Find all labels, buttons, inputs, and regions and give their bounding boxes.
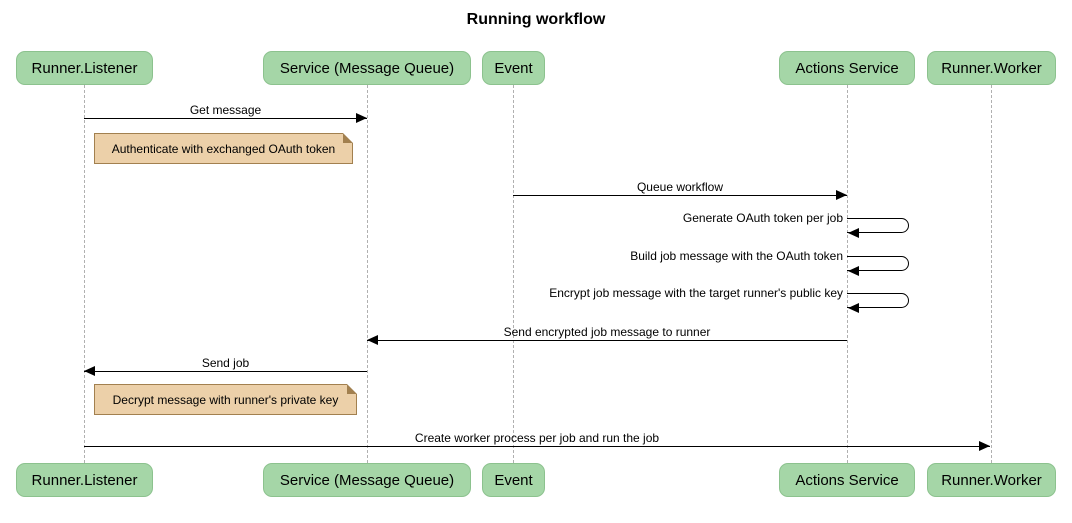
lifeline-runner-worker	[991, 85, 992, 463]
self-loop-line-encrypt-job-message	[847, 293, 909, 308]
message-label-encrypt-job-message: Encrypt job message with the target runn…	[549, 286, 843, 300]
message-label-generate-oauth-token: Generate OAuth token per job	[682, 211, 843, 225]
lifeline-runner-listener	[84, 85, 85, 463]
actor-top-event: Event	[482, 51, 545, 85]
arrowhead-left-icon	[848, 303, 859, 313]
message-label-create-worker-process: Create worker process per job and run th…	[414, 431, 660, 445]
arrowhead-left-icon	[367, 335, 378, 345]
note-label: Authenticate with exchanged OAuth token	[111, 141, 336, 156]
note-fold-corner-icon	[343, 133, 353, 143]
actor-top-runner-worker: Runner.Worker	[927, 51, 1056, 85]
message-line-send-encrypted-job	[367, 340, 847, 341]
arrowhead-right-icon	[836, 190, 847, 200]
message-label-build-job-message: Build job message with the OAuth token	[630, 249, 843, 263]
arrowhead-right-icon	[356, 113, 367, 123]
actor-bottom-runner-listener: Runner.Listener	[16, 463, 153, 497]
lifeline-service-message-queue	[367, 85, 368, 463]
message-label-send-encrypted-job: Send encrypted job message to runner	[503, 325, 711, 339]
diagram-title: Running workflow	[466, 11, 606, 28]
note-label: Decrypt message with runner's private ke…	[112, 392, 339, 407]
message-line-create-worker-process	[84, 446, 990, 447]
actor-top-actions-service: Actions Service	[779, 51, 915, 85]
note-authenticate-oauth: Authenticate with exchanged OAuth token	[94, 133, 353, 164]
message-label-send-job: Send job	[201, 356, 250, 370]
arrowhead-left-icon	[84, 366, 95, 376]
lifeline-event	[513, 85, 514, 463]
actor-bottom-service-message-queue: Service (Message Queue)	[263, 463, 471, 497]
actor-top-service-message-queue: Service (Message Queue)	[263, 51, 471, 85]
message-label-get-message: Get message	[189, 103, 262, 117]
message-line-queue-workflow	[513, 195, 847, 196]
actor-bottom-actions-service: Actions Service	[779, 463, 915, 497]
self-loop-line-generate-oauth-token	[847, 218, 909, 233]
message-label-queue-workflow: Queue workflow	[636, 180, 724, 194]
message-line-send-job	[84, 371, 367, 372]
actor-bottom-event: Event	[482, 463, 545, 497]
note-decrypt-message: Decrypt message with runner's private ke…	[94, 384, 357, 415]
actor-top-runner-listener: Runner.Listener	[16, 51, 153, 85]
note-fold-corner-icon	[347, 384, 357, 394]
lifeline-actions-service	[847, 85, 848, 463]
self-loop-line-build-job-message	[847, 256, 909, 271]
actor-bottom-runner-worker: Runner.Worker	[927, 463, 1056, 497]
arrowhead-left-icon	[848, 228, 859, 238]
message-line-get-message	[84, 118, 367, 119]
arrowhead-right-icon	[979, 441, 990, 451]
arrowhead-left-icon	[848, 266, 859, 276]
